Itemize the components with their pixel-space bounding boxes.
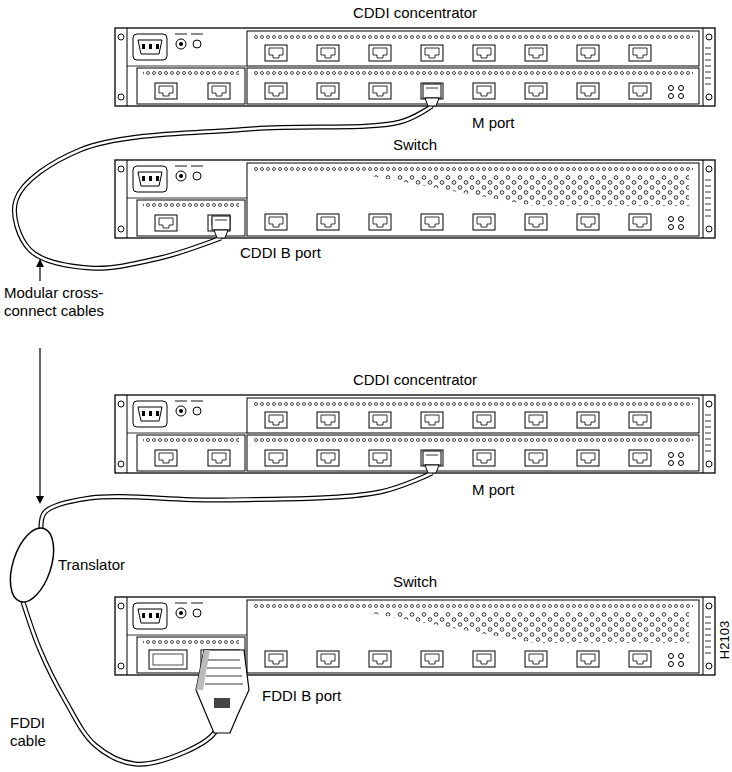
drawing-part: [196, 650, 249, 733]
concentrator-chassis: CDDI concentratorM port: [115, 28, 715, 106]
cable: [23, 602, 222, 764]
modular-plug: [423, 84, 441, 106]
drawing-part: [39, 265, 40, 281]
cable-callout: FDDI cable: [10, 714, 60, 750]
cable-outline: [41, 473, 432, 528]
modular-plug: [212, 216, 230, 238]
drawing-part: [115, 160, 715, 238]
switch-chassis: SwitchCDDI B port: [115, 160, 715, 238]
port-label: M port: [472, 481, 515, 499]
drawing-part: [425, 465, 439, 473]
leader-arrow: [36, 348, 44, 504]
port-label: CDDI B port: [240, 244, 321, 262]
drawing-part: [214, 698, 230, 708]
cable-core: [14, 106, 432, 268]
cable-outline: [23, 602, 222, 764]
drawing-part: [205, 660, 243, 684]
cable-core: [41, 473, 432, 528]
device-name: CDDI concentrator: [115, 4, 715, 22]
drawing-part: [247, 31, 699, 104]
figure-number: H2103: [718, 621, 731, 659]
drawing-part: [247, 600, 699, 673]
device-name: Switch: [115, 136, 715, 154]
drawing-part: [247, 163, 699, 236]
device-name: Switch: [115, 573, 715, 591]
cable-outline: [14, 106, 432, 268]
device-name: Translator: [58, 556, 125, 574]
drawing-part: [215, 220, 227, 221]
translator: Translator: [10, 528, 54, 602]
drawing-part: [426, 455, 438, 456]
cable-callout: Modular cross-connect cables: [4, 284, 108, 320]
drawing-part: [425, 98, 439, 106]
switch-chassis: [115, 160, 715, 238]
concentrator-chassis: CDDI concentratorM port: [115, 395, 715, 473]
drawing-part: [137, 435, 245, 471]
drawing-part: [39, 348, 40, 498]
device-name: CDDI concentrator: [115, 371, 715, 389]
port-label: M port: [472, 114, 515, 132]
translator-outline: [10, 528, 54, 602]
drawing-part: [247, 398, 699, 471]
drawing-part: [36, 496, 44, 504]
fddi-plug: [196, 650, 249, 733]
translator-body: [2, 523, 62, 608]
drawing-part: [115, 28, 715, 106]
port-label: FDDI B port: [262, 687, 341, 705]
switch-chassis: SwitchFDDI B port: [115, 597, 715, 675]
cable: [14, 106, 432, 268]
modular-plug: [423, 451, 441, 473]
concentrator-chassis: [115, 28, 715, 106]
drawing-part: [212, 216, 230, 230]
cable-core: [23, 602, 222, 764]
drawing-part: [423, 84, 441, 98]
leader-arrow: [36, 259, 44, 281]
drawing-part: [115, 395, 715, 473]
drawing-part: [137, 200, 245, 236]
cable: [41, 473, 432, 528]
drawing-part: [214, 230, 228, 238]
concentrator-chassis: [115, 395, 715, 473]
drawing-part: [137, 68, 245, 104]
drawing-part: [426, 88, 438, 89]
drawing-part: [423, 451, 441, 465]
